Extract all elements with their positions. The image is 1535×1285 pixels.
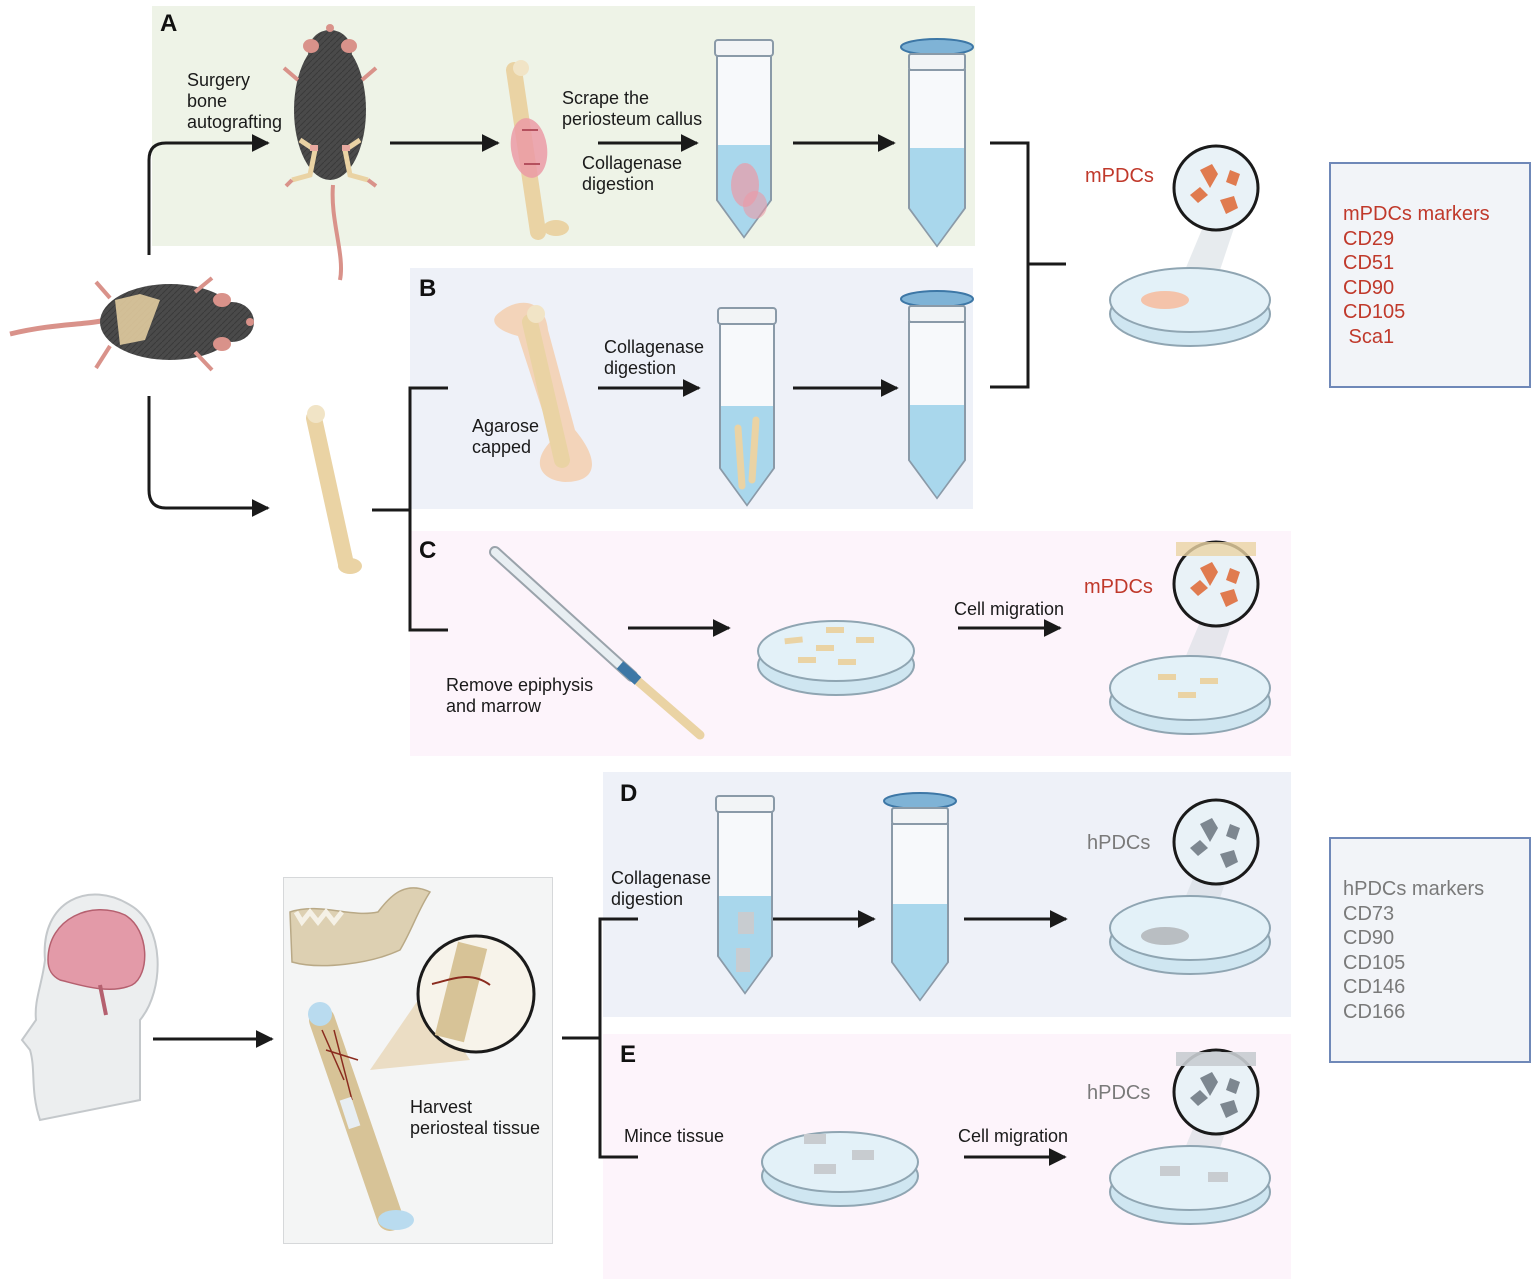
tube-a-final — [900, 38, 974, 248]
tube-a-collagenase — [714, 39, 774, 239]
human-bone-icon — [308, 1002, 414, 1231]
mouse-marker-item: CD105 — [1343, 301, 1406, 323]
mouse-marker-item: CD29 — [1343, 227, 1395, 250]
mouse-markers-box: mPDCs markers CD29 CD51 CD90 CD105 Sca1 — [1329, 162, 1531, 388]
mouse-marker-item: Sca1 — [1343, 325, 1395, 348]
result-dish-c — [1109, 540, 1271, 735]
mouse-source-icon — [9, 276, 254, 372]
result-dish-a — [1109, 144, 1271, 347]
human-marker-item: CD166 — [1343, 1000, 1406, 1023]
tube-d-collagenase — [715, 795, 775, 995]
label-collagenase-a: Collagenase digestion — [582, 153, 683, 194]
label-surgery: Surgery bone autografting — [187, 70, 283, 132]
human-head-icon — [20, 893, 159, 1122]
label-hpdcs-d: hPDCs — [1087, 832, 1151, 854]
mouse-markers-title: mPDCs markers — [1343, 203, 1490, 225]
label-remove: Remove epiphysis and marrow — [446, 675, 594, 716]
jaw-bone-icon — [289, 887, 432, 967]
label-hpdcs-e: hPDCs — [1087, 1082, 1151, 1104]
magnifier-icon — [370, 934, 536, 1070]
mouse-marker-item: CD90 — [1343, 276, 1395, 299]
grafted-mouse-icon — [282, 24, 378, 281]
label-mince: Mince tissue — [624, 1126, 725, 1146]
tube-b-final — [900, 290, 974, 500]
result-dish-e — [1109, 1048, 1271, 1225]
human-markers-box: hPDCs markers CD73 CD90 CD105 CD146 CD16… — [1329, 837, 1531, 1063]
syringe-icon — [489, 546, 705, 740]
callus-bone-icon — [506, 60, 569, 240]
label-scrape: Scrape the periosteum callus — [562, 88, 703, 129]
human-marker-item: CD105 — [1343, 951, 1406, 974]
label-collagenase-d: Collagenase digestion — [611, 868, 712, 909]
agarose-capped-bone-icon — [494, 302, 592, 482]
label-agarose: Agarose capped — [472, 416, 540, 457]
result-dish-d — [1109, 798, 1271, 975]
human-markers-title: hPDCs markers — [1343, 878, 1485, 900]
panel-a-background — [152, 6, 975, 246]
panel-label-e: E — [620, 1041, 637, 1068]
human-marker-item: CD146 — [1343, 976, 1406, 998]
tube-b-collagenase — [717, 307, 777, 507]
label-mpdcs-c: mPDCs — [1084, 576, 1153, 598]
tube-d-final — [883, 792, 957, 1002]
femur-icon — [306, 405, 362, 574]
dish-c-fragments — [757, 620, 915, 696]
label-mpdcs-a: mPDCs — [1085, 165, 1154, 187]
label-cell-migration-c: Cell migration — [954, 599, 1065, 619]
human-marker-item: CD90 — [1343, 927, 1395, 949]
panel-label-c: C — [419, 537, 437, 564]
label-harvest: Harvest periosteal tissue — [410, 1097, 541, 1138]
human-marker-item: CD73 — [1343, 902, 1395, 925]
flow-arrows — [147, 134, 1068, 1166]
label-cell-migration-e: Cell migration — [958, 1126, 1069, 1146]
panel-label-d: D — [620, 780, 638, 807]
mouse-marker-item: CD51 — [1343, 252, 1395, 274]
panel-label-a: A — [160, 10, 178, 37]
panel-label-b: B — [419, 275, 437, 302]
label-collagenase-b: Collagenase digestion — [604, 337, 705, 378]
dish-e-fragments — [761, 1131, 919, 1207]
